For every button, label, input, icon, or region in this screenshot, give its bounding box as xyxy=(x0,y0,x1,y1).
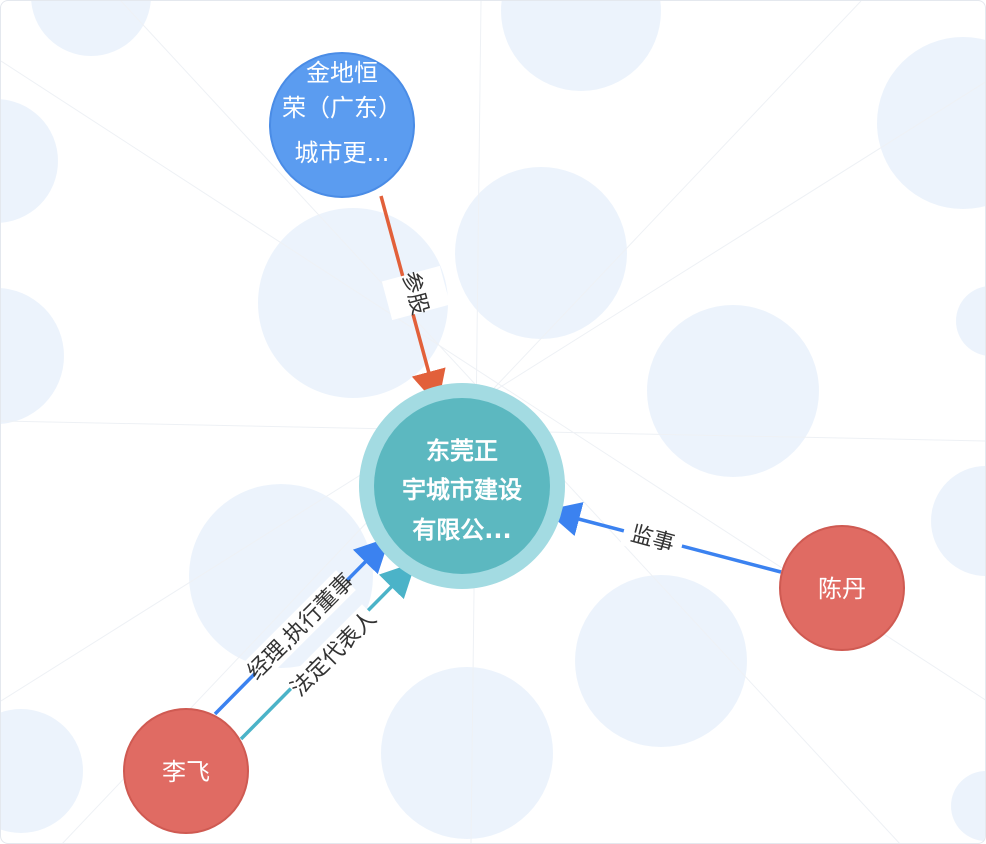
node-person-chen-dan[interactable]: 陈丹 xyxy=(779,525,905,651)
svg-text:宇城市建设: 宇城市建设 xyxy=(402,476,522,504)
edge-supervisor[interactable]: 监事 xyxy=(545,502,782,574)
svg-text:陈丹: 陈丹 xyxy=(818,575,866,603)
svg-text:金地恒: 金地恒 xyxy=(306,59,378,87)
svg-text:城市更...: 城市更... xyxy=(295,139,390,167)
node-shareholder-company[interactable]: 金地恒 荣（广东） 城市更... xyxy=(269,52,415,198)
svg-text:有限公...: 有限公... xyxy=(412,516,511,544)
node-center-company[interactable]: 东莞正 宇城市建设 有限公... xyxy=(359,383,565,589)
edge-shareholding[interactable]: 参股 xyxy=(379,195,451,406)
svg-text:东莞正: 东莞正 xyxy=(426,437,498,465)
node-person-li-fei[interactable]: 李飞 xyxy=(123,708,249,834)
svg-text:荣（广东）: 荣（广东） xyxy=(282,94,402,122)
svg-text:李飞: 李飞 xyxy=(162,758,210,786)
